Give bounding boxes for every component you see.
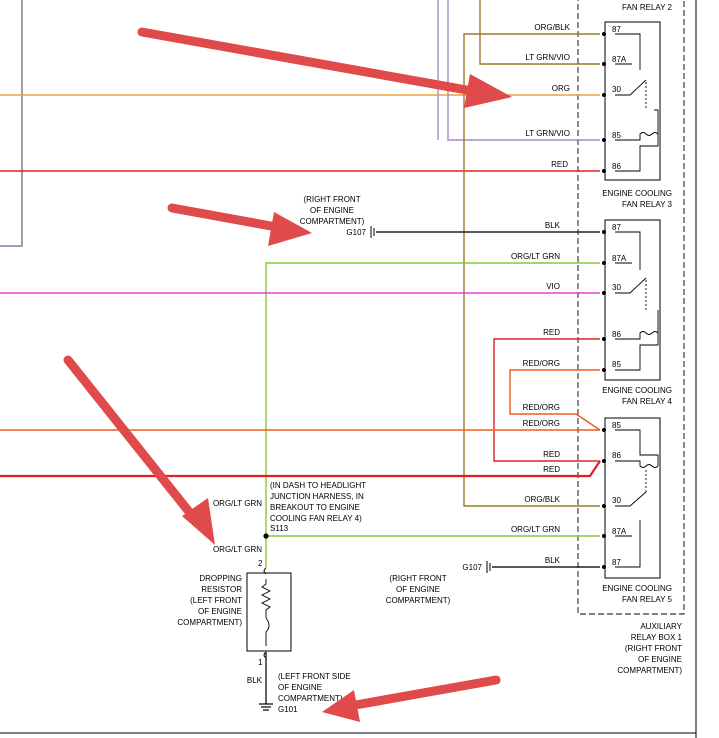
splice-s113-id: S113 xyxy=(270,524,289,533)
splice-note-4: COOLING FAN RELAY 4) xyxy=(270,514,362,523)
r3-pin-85: 85 xyxy=(612,131,621,140)
label-red-loop: RED xyxy=(543,450,560,459)
r3-pin-30: 30 xyxy=(612,85,621,94)
g107-bottom-note-1: (RIGHT FRONT xyxy=(389,574,446,583)
label-red-org-loop: RED/ORG xyxy=(523,403,560,412)
resistor-label-5: COMPARTMENT) xyxy=(177,618,242,627)
ground-g101-symbol xyxy=(259,703,273,711)
label-blk-g101: BLK xyxy=(247,676,263,685)
label-red-r4: RED xyxy=(543,328,560,337)
g107-bottom-note-3: COMPARTMENT) xyxy=(386,596,451,605)
wire-red-long xyxy=(0,460,601,478)
resistor-pin-top: 2 xyxy=(258,559,263,568)
g107-top-note-1: (RIGHT FRONT xyxy=(303,195,360,204)
r3-pin-86: 86 xyxy=(612,162,621,171)
wire-red-org-loop xyxy=(509,369,601,431)
g107-bottom-note-2: OF ENGINE xyxy=(396,585,440,594)
relay-3 xyxy=(602,21,661,181)
aux-box-label-2: RELAY BOX 1 xyxy=(631,633,683,642)
label-blk-r5: BLK xyxy=(545,556,561,565)
relay2-label: FAN RELAY 2 xyxy=(622,3,673,12)
wire-org-lt-grn-main xyxy=(265,262,600,568)
g107-top-note-3: COMPARTMENT) xyxy=(300,217,365,226)
aux-box-label-3: (RIGHT FRONT xyxy=(625,644,682,653)
r4-pin-30: 30 xyxy=(612,283,621,292)
wire-lt-grn-vio-87a xyxy=(479,0,600,65)
r4-pin-87: 87 xyxy=(612,223,621,232)
splice-note-3: BREAKOUT TO ENGINE xyxy=(270,503,360,512)
g101-note-3: COMPARTMENT) xyxy=(278,694,343,703)
relay4-label-1: ENGINE COOLING xyxy=(602,386,672,395)
r5-pin-87: 87 xyxy=(612,558,621,567)
label-org-blk-r5: ORG/BLK xyxy=(524,495,560,504)
relay5-label-2: FAN RELAY 5 xyxy=(622,595,673,604)
annotation-arrow-g101 xyxy=(322,675,501,722)
label-red-top: RED xyxy=(551,160,568,169)
label-org-lt-grn-r5: ORG/LT GRN xyxy=(511,525,560,534)
relay3-label-1: ENGINE COOLING xyxy=(602,189,672,198)
ground-g107-bottom-symbol xyxy=(486,561,491,573)
r3-pin-87a: 87A xyxy=(612,55,627,64)
resistor-label-3: (LEFT FRONT xyxy=(190,596,242,605)
g101-id: G101 xyxy=(278,705,298,714)
annotation-arrow-resistor xyxy=(63,355,215,545)
label-lt-grn-vio-87a: LT GRN/VIO xyxy=(525,53,570,62)
ground-g107-top-symbol xyxy=(370,226,375,238)
label-red-org-long: RED/ORG xyxy=(523,419,560,428)
r4-pin-86: 86 xyxy=(612,330,621,339)
g101-note-2: OF ENGINE xyxy=(278,683,322,692)
label-org-blk-top: ORG/BLK xyxy=(534,23,570,32)
r3-pin-87: 87 xyxy=(612,25,621,34)
r5-pin-30: 30 xyxy=(612,496,621,505)
wire-left-grey-vertical xyxy=(0,0,23,247)
r5-pin-85: 85 xyxy=(612,421,621,430)
r4-pin-87a: 87A xyxy=(612,254,627,263)
splice-note-1: (IN DASH TO HEADLIGHT xyxy=(270,481,366,490)
resistor-label-2: RESISTOR xyxy=(201,585,242,594)
label-lt-grn-vio-85: LT GRN/VIO xyxy=(525,129,570,138)
r5-pin-87a: 87A xyxy=(612,527,627,536)
g107-bottom-id: G107 xyxy=(462,563,482,572)
relay5-label-1: ENGINE COOLING xyxy=(602,584,672,593)
g107-top-note-2: OF ENGINE xyxy=(310,206,354,215)
r4-pin-85: 85 xyxy=(612,360,621,369)
resistor-label-1: DROPPING xyxy=(199,574,242,583)
relay-5 xyxy=(602,417,661,579)
aux-box-label-5: COMPARTMENT) xyxy=(617,666,682,675)
label-org-lt-grn-resistor: ORG/LT GRN xyxy=(213,545,262,554)
dropping-resistor xyxy=(246,567,292,659)
label-org-lt-grn-left: ORG/LT GRN xyxy=(213,499,262,508)
annotation-arrow-g107 xyxy=(167,203,312,246)
label-red-org-r4: RED/ORG xyxy=(523,359,560,368)
aux-box-label-1: AUXILIARY xyxy=(640,622,682,631)
aux-box-label-4: OF ENGINE xyxy=(638,655,682,664)
g107-top-id: G107 xyxy=(346,228,366,237)
r5-pin-86: 86 xyxy=(612,451,621,460)
relay4-label-2: FAN RELAY 4 xyxy=(622,397,673,406)
relay-4 xyxy=(602,219,661,381)
label-red-long: RED xyxy=(543,465,560,474)
label-blk-top: BLK xyxy=(545,221,561,230)
resistor-pin-bottom: 1 xyxy=(258,658,263,667)
aux-relay-box-outline xyxy=(577,0,685,615)
relay3-label-2: FAN RELAY 3 xyxy=(622,200,673,209)
label-vio: VIO xyxy=(546,282,560,291)
g101-note-1: (LEFT FRONT SIDE xyxy=(278,672,351,681)
wire-red-loop xyxy=(493,338,600,462)
splice-s113-dot xyxy=(263,533,269,539)
annotation-arrow-org xyxy=(137,27,512,108)
wire-org-blk-loop xyxy=(463,33,600,507)
label-org: ORG xyxy=(552,84,570,93)
resistor-label-4: OF ENGINE xyxy=(198,607,242,616)
label-org-lt-grn-top: ORG/LT GRN xyxy=(511,252,560,261)
wire-lt-grn-vio-85 xyxy=(447,0,600,141)
splice-note-2: JUNCTION HARNESS, IN xyxy=(270,492,364,501)
